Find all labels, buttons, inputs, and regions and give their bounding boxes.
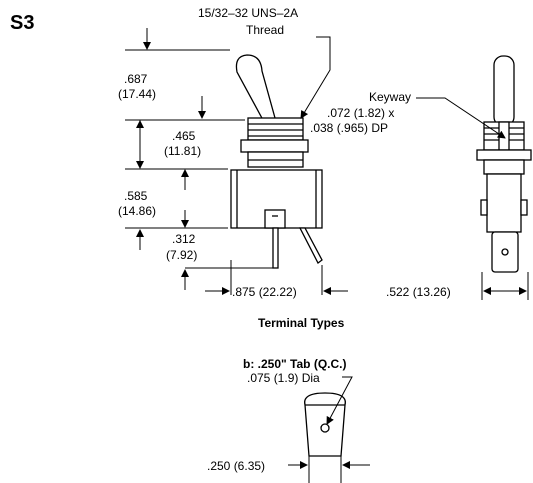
- side-body: [486, 173, 522, 233]
- terminal-right: [298, 227, 323, 264]
- dim-687-mm: (17.44): [118, 87, 157, 101]
- keyway-slot: [498, 121, 510, 151]
- side-view-switch: [476, 55, 532, 273]
- front-dimensions: [125, 28, 348, 295]
- keyway-width: .072 (1.82) x: [327, 106, 395, 120]
- toggle-lever: [235, 54, 276, 121]
- terminal-left: [272, 227, 279, 269]
- hex-nut: [240, 139, 309, 153]
- dim-312-in: .312: [172, 232, 196, 246]
- front-view-switch: [230, 54, 323, 269]
- dim-465-in: .465: [172, 129, 196, 143]
- side-dimensions: [416, 97, 529, 300]
- keyway-label: Keyway: [369, 90, 412, 104]
- tab-diameter: .075 (1.9) Dia: [247, 371, 320, 385]
- dim-875: .875 (22.22): [232, 285, 297, 299]
- tab-title: b: .250" Tab (Q.C.): [243, 357, 347, 371]
- dim-522: .522 (13.26): [386, 285, 451, 299]
- thread-label-line2: Thread: [246, 23, 285, 37]
- tab-width: .250 (6.35): [207, 459, 266, 473]
- dim-312-mm: (7.92): [166, 248, 198, 262]
- thread-label-line1: 15/32–32 UNS–2A: [198, 6, 299, 20]
- side-terminal: [491, 231, 519, 273]
- dim-465-mm: (11.81): [164, 144, 202, 158]
- keyway-depth: .038 (.965) DP: [310, 121, 389, 135]
- dim-687-in: .687: [124, 72, 148, 86]
- drawing-title: S3: [10, 12, 35, 34]
- side-lever: [493, 55, 515, 127]
- dim-585-in: .585: [124, 189, 148, 203]
- terminal-detail: [288, 376, 370, 483]
- threaded-bushing: [247, 117, 304, 141]
- dim-585-mm: (14.86): [118, 204, 157, 218]
- terminal-types-heading: Terminal Types: [258, 316, 345, 330]
